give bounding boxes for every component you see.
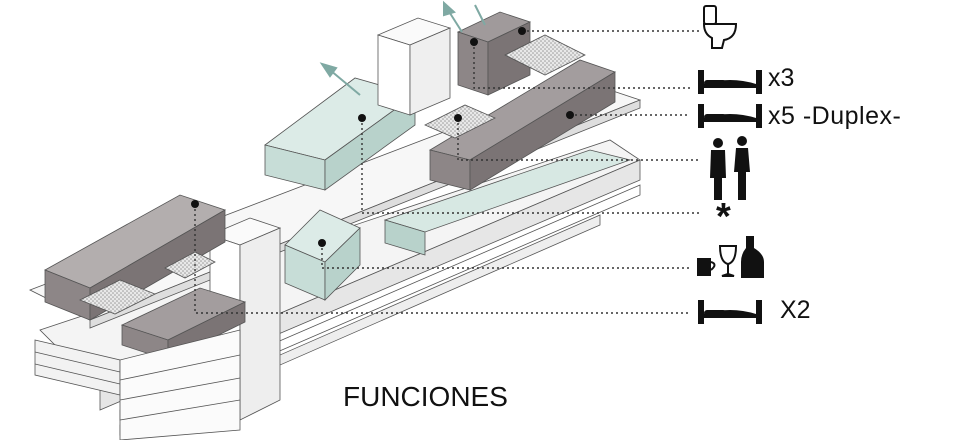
- tower-bottom-right: [239, 227, 281, 421]
- arrow-left-head: [319, 62, 338, 78]
- bed-icon: [698, 70, 762, 94]
- dot-people: [454, 114, 462, 122]
- dot-x2: [191, 200, 199, 208]
- tower-top-right: [409, 27, 451, 116]
- leader-dots: [191, 27, 574, 247]
- stair-patch-lower-2: [164, 251, 216, 279]
- leader-x3: [473, 42, 690, 89]
- diagram-title: FUNCIONES: [343, 381, 508, 412]
- tower-top-left: [377, 34, 411, 116]
- stair-patch-top: [504, 34, 586, 76]
- dot-food: [318, 239, 326, 247]
- legend-label-bed-x5-duplex: x5 -Duplex-: [768, 102, 902, 130]
- dot-asterisk: [358, 114, 366, 122]
- dot-x5: [566, 111, 574, 119]
- cup-wine-bottle-icon: [697, 236, 764, 278]
- dot-toilet: [518, 27, 526, 35]
- bed-icon: [698, 104, 762, 128]
- direction-arrows: [319, 0, 486, 96]
- legend-label-bed-x2: X2: [780, 296, 811, 324]
- bed-icon: [698, 300, 762, 324]
- dark-volume-top-right-side: [487, 21, 531, 96]
- stair-patch-middle: [424, 104, 496, 139]
- people-icon: [710, 136, 750, 200]
- arrow-right-2: [474, 4, 486, 26]
- dot-x3: [470, 38, 478, 46]
- legend-label-bed-x3: x3: [768, 64, 795, 92]
- building-model: [29, 11, 642, 440]
- stair-patch-lower: [79, 279, 156, 315]
- toilet-icon: [702, 5, 738, 49]
- leader-food: [321, 243, 690, 269]
- glass-volume-center-side: [324, 94, 416, 191]
- arrow-left: [329, 69, 361, 96]
- leader-lines: [194, 30, 700, 314]
- leader-asterisk: [361, 118, 700, 214]
- glass-volume-lower-side: [324, 227, 361, 301]
- leader-people: [457, 118, 700, 161]
- lower-floors-front: [119, 329, 241, 440]
- leader-x2: [194, 204, 690, 314]
- glass-strip-right-face: [384, 219, 426, 256]
- arrow-right-1-head: [443, 0, 456, 17]
- legend-label-asterisk: *: [716, 196, 731, 238]
